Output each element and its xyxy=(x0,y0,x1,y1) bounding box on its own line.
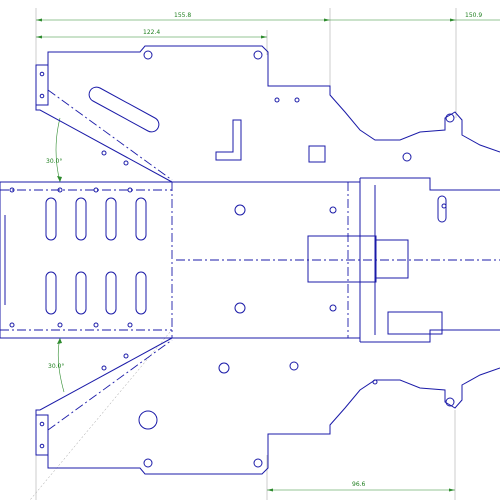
dim-top-inner: 122.4 xyxy=(143,29,160,36)
vent-slots xyxy=(45,197,147,315)
dim-angle-lower: 30.0° xyxy=(48,363,64,370)
dim-bottom: 96.6 xyxy=(352,481,366,488)
dim-top-overall: 155.8 xyxy=(174,12,191,19)
dim-top-right: 150.9 xyxy=(465,12,482,19)
mounting-holes xyxy=(9,50,455,468)
bend-lines xyxy=(0,89,500,431)
dim-angle-upper: 30.0° xyxy=(46,158,62,165)
dimension-lines xyxy=(29,8,500,500)
